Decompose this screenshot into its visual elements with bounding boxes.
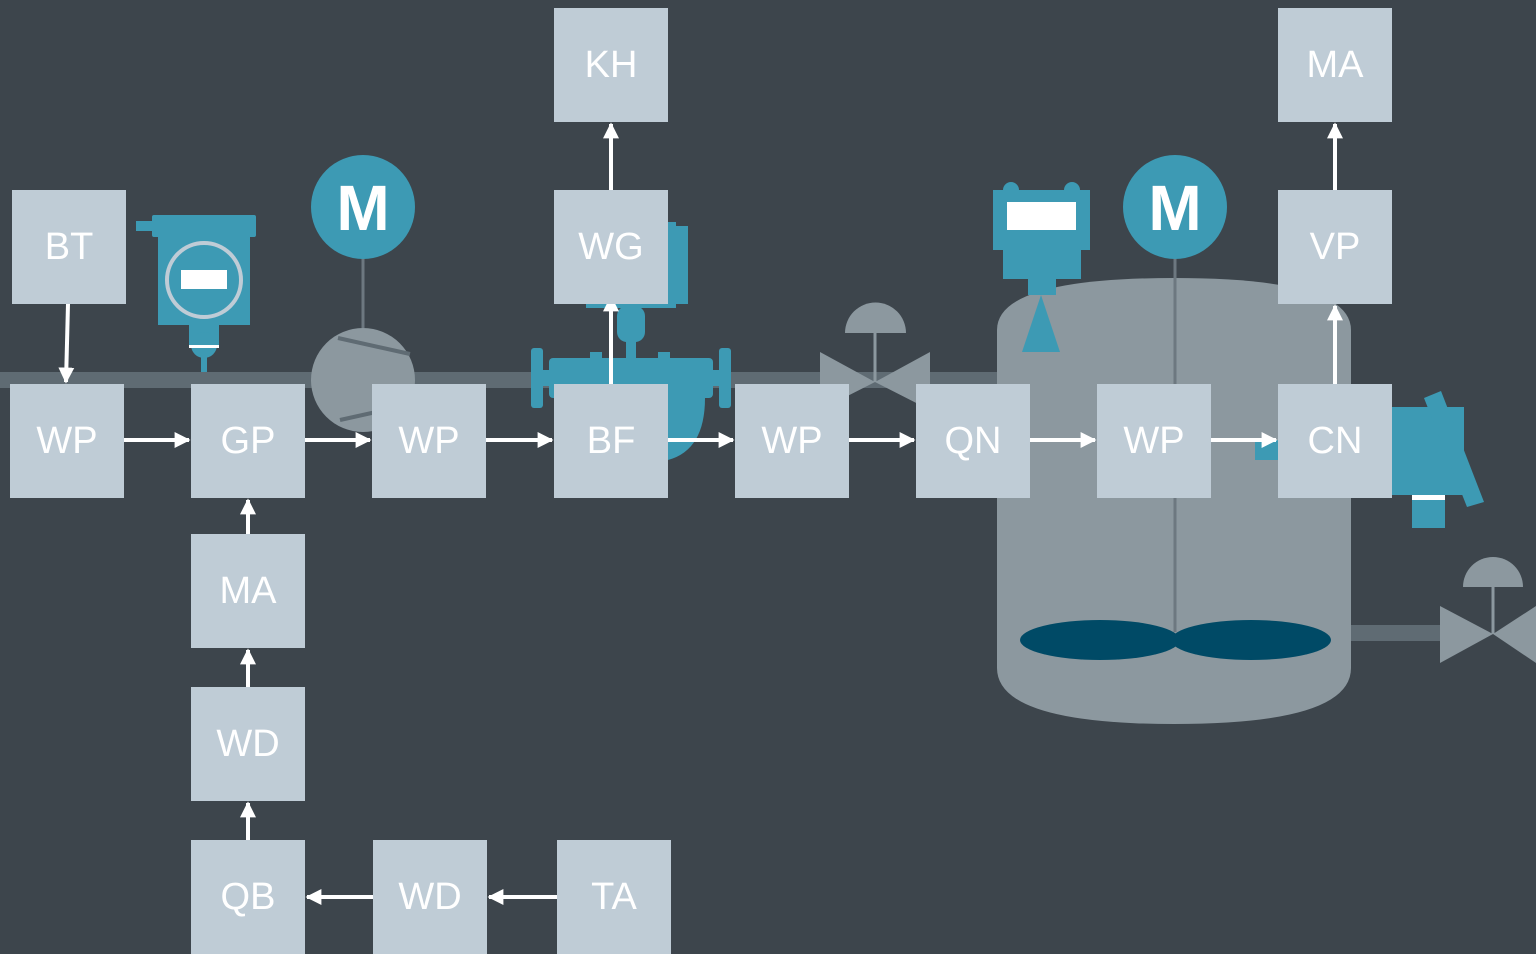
- node-wd-1: WD: [191, 687, 305, 801]
- outlet-pipe: [1350, 625, 1450, 641]
- node-wp-3: WP: [735, 384, 849, 498]
- analyzer-probe-icon: [1255, 391, 1484, 528]
- node-vp: VP: [1278, 190, 1392, 304]
- node-wp-1: WP: [10, 384, 124, 498]
- agitator-blade: [1171, 620, 1331, 660]
- tank-icon: [997, 255, 1351, 724]
- node-ma-1: MA: [1278, 8, 1392, 122]
- node-kh: KH: [554, 8, 668, 122]
- node-bt: BT: [12, 190, 126, 304]
- node-wg: WG: [554, 190, 668, 304]
- control-valve-icon: [1440, 557, 1536, 663]
- level-transmitter-icon: [993, 182, 1090, 352]
- agitator-blade: [1020, 620, 1180, 660]
- node-bf: BF: [554, 384, 668, 498]
- node-wp-4: WP: [1097, 384, 1211, 498]
- node-wd-2: WD: [373, 840, 487, 954]
- pressure-transmitter-icon: [136, 215, 256, 372]
- motor-label: M: [336, 172, 389, 244]
- node-wp-2: WP: [372, 384, 486, 498]
- node-ma-2: MA: [191, 534, 305, 648]
- node-cn: CN: [1278, 384, 1392, 498]
- motor-icon: M: [311, 155, 415, 259]
- node-gp: GP: [191, 384, 305, 498]
- motor-label: M: [1148, 172, 1201, 244]
- node-ta: TA: [557, 840, 671, 954]
- arrow-bt-wp: [58, 303, 75, 384]
- motor-icon: M: [1123, 155, 1227, 259]
- flow-arrows: [58, 122, 1343, 905]
- node-qn: QN: [916, 384, 1030, 498]
- node-qb: QB: [191, 840, 305, 954]
